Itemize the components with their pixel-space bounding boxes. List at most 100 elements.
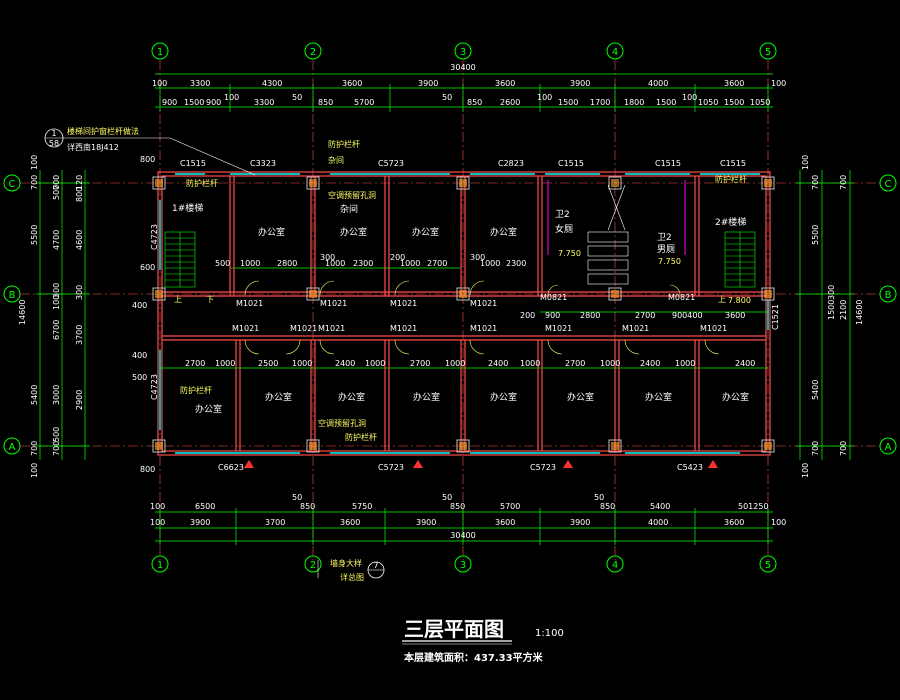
svg-text:1800: 1800 xyxy=(624,98,644,107)
svg-text:3600: 3600 xyxy=(724,518,744,527)
svg-text:空调预留孔洞: 空调预留孔洞 xyxy=(318,418,366,428)
svg-text:1000: 1000 xyxy=(675,359,695,368)
axis-bubble-3 xyxy=(454,42,472,60)
svg-text:M1021: M1021 xyxy=(318,324,345,333)
svg-text:700: 700 xyxy=(30,175,39,190)
svg-text:C1515: C1515 xyxy=(720,159,746,168)
svg-text:2700: 2700 xyxy=(427,259,447,268)
svg-text:5500: 5500 xyxy=(811,225,820,245)
svg-text:3900: 3900 xyxy=(570,79,590,88)
svg-text:1000: 1000 xyxy=(325,259,345,268)
svg-text:2700: 2700 xyxy=(635,311,655,320)
svg-text:C3323: C3323 xyxy=(250,159,276,168)
axis-label-3: 3 xyxy=(460,47,466,58)
svg-text:100: 100 xyxy=(682,93,697,102)
axis-grid xyxy=(20,60,880,560)
svg-text:900: 900 xyxy=(206,98,221,107)
svg-text:M1021: M1021 xyxy=(320,299,347,308)
svg-text:600: 600 xyxy=(140,263,155,272)
room-office: 办公室 xyxy=(195,403,222,415)
svg-text:100: 100 xyxy=(801,463,810,478)
svg-text:4700: 4700 xyxy=(52,230,61,250)
svg-text:1500: 1500 xyxy=(558,98,578,107)
svg-text:1500: 1500 xyxy=(184,98,204,107)
svg-text:空调预留孔洞: 空调预留孔洞 xyxy=(328,190,376,200)
axis-label-2: 2 xyxy=(310,47,316,58)
svg-text:1000: 1000 xyxy=(480,259,500,268)
svg-text:2800: 2800 xyxy=(580,311,600,320)
svg-text:3700: 3700 xyxy=(265,518,285,527)
svg-text:200: 200 xyxy=(390,253,405,262)
svg-text:M1021: M1021 xyxy=(290,324,317,333)
svg-text:2800: 2800 xyxy=(277,259,297,268)
svg-text:A: A xyxy=(885,442,892,453)
svg-text:100: 100 xyxy=(224,93,239,102)
svg-text:卫2: 卫2 xyxy=(657,233,672,243)
room-office: 办公室 xyxy=(722,391,749,403)
svg-text:3600: 3600 xyxy=(495,79,515,88)
svg-text:2900: 2900 xyxy=(75,390,84,410)
svg-text:2700: 2700 xyxy=(185,359,205,368)
stair-1-label: 1#楼梯 xyxy=(172,202,203,214)
room-office: 办公室 xyxy=(490,391,517,403)
svg-text:2400: 2400 xyxy=(640,359,660,368)
room-office: 办公室 xyxy=(340,226,367,238)
svg-text:1000: 1000 xyxy=(445,359,465,368)
room-office: 办公室 xyxy=(338,391,365,403)
room-office: 办公室 xyxy=(645,391,672,403)
svg-text:400: 400 xyxy=(132,301,147,310)
svg-text:100: 100 xyxy=(771,79,786,88)
room-office: 办公室 xyxy=(567,391,594,403)
svg-text:1050: 1050 xyxy=(750,98,770,107)
svg-text:2700: 2700 xyxy=(410,359,430,368)
windows xyxy=(159,173,769,454)
svg-text:14600: 14600 xyxy=(18,300,27,325)
axis-label-A: A xyxy=(9,442,16,453)
svg-text:58: 58 xyxy=(49,139,59,148)
svg-text:1: 1 xyxy=(157,560,163,571)
svg-text:3900: 3900 xyxy=(418,79,438,88)
svg-text:上: 上 xyxy=(174,295,182,304)
room-office: 办公室 xyxy=(412,226,439,238)
svg-text:3300: 3300 xyxy=(254,98,274,107)
room-office: 办公室 xyxy=(258,226,285,238)
svg-text:防护栏杆: 防护栏杆 xyxy=(715,174,747,184)
svg-text:防护栏杆: 防护栏杆 xyxy=(328,139,360,149)
svg-text:800: 800 xyxy=(140,465,155,474)
svg-text:5400: 5400 xyxy=(811,380,820,400)
svg-text:M1021: M1021 xyxy=(390,324,417,333)
svg-text:M1021: M1021 xyxy=(232,324,259,333)
svg-text:50: 50 xyxy=(442,493,452,502)
svg-text:100: 100 xyxy=(537,93,552,102)
svg-text:5700: 5700 xyxy=(500,502,520,511)
svg-text:300: 300 xyxy=(827,285,836,300)
svg-text:C5723: C5723 xyxy=(378,463,404,472)
drawing-scale: 1:100 xyxy=(535,628,564,639)
svg-text:850: 850 xyxy=(300,502,315,511)
dimension-text-right: 100 700 5500 14600 5400 700 100 700 300 … xyxy=(801,155,864,478)
svg-text:C1521: C1521 xyxy=(771,304,780,330)
svg-text:2500: 2500 xyxy=(258,359,278,368)
svg-text:1050: 1050 xyxy=(698,98,718,107)
dimension-text-left: 100 700 5500 14600 5400 700 100 700 500 … xyxy=(18,155,84,478)
svg-text:3900: 3900 xyxy=(416,518,436,527)
svg-text:2: 2 xyxy=(310,560,316,571)
svg-text:900: 900 xyxy=(162,98,177,107)
room-women: 女厕 xyxy=(555,223,573,235)
svg-text:M1021: M1021 xyxy=(622,324,649,333)
svg-text:400: 400 xyxy=(132,351,147,360)
svg-text:M1021: M1021 xyxy=(470,324,497,333)
svg-text:C: C xyxy=(885,179,892,190)
svg-text:1700: 1700 xyxy=(590,98,610,107)
svg-text:300: 300 xyxy=(470,253,485,262)
dimension-text-bottom: 100 6500 50 850 5750 50 850 5700 50 850 … xyxy=(150,493,786,540)
door-swings xyxy=(244,280,720,355)
svg-text:100: 100 xyxy=(801,155,810,170)
axis-label-C: C xyxy=(9,179,16,190)
axis-bubble-2 xyxy=(304,42,322,60)
stair-1 xyxy=(164,231,196,288)
svg-text:3600: 3600 xyxy=(342,79,362,88)
svg-text:2600: 2600 xyxy=(500,98,520,107)
room-names: 办公室 办公室 办公室 办公室 办公室 办公室 办公室 办公室 办公室 办公室 … xyxy=(172,202,749,415)
svg-text:300: 300 xyxy=(320,253,335,262)
